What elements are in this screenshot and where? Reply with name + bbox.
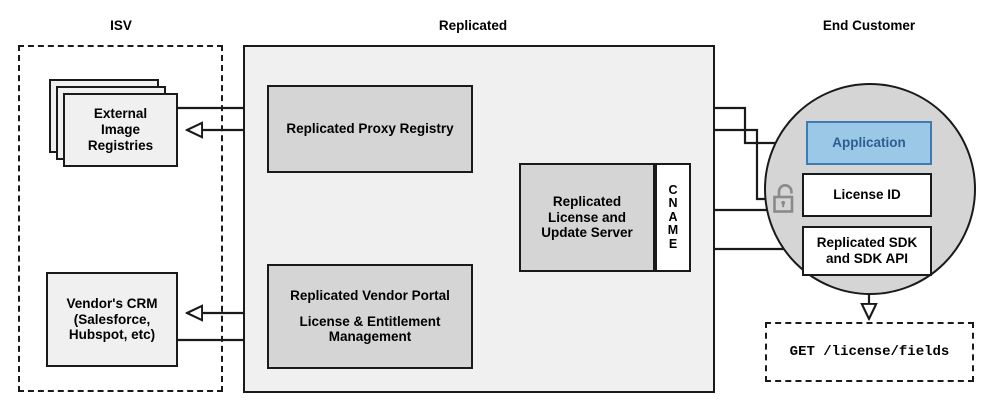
label-line: (Salesforce,: [73, 311, 151, 327]
replicated-proxy-registry[interactable]: Replicated Proxy Registry: [267, 85, 473, 173]
isv-region: [18, 45, 223, 392]
label-line: and SDK API: [825, 251, 908, 266]
replicated-license-and-update-server[interactable]: Replicated License and Update Server: [519, 163, 655, 272]
label-line: Replicated: [552, 193, 622, 209]
vendors-crm-label: Vendor's CRM (Salesforce, Hubspot, etc): [67, 296, 158, 344]
lane-title-isv: ISV: [110, 18, 132, 33]
external-image-registries[interactable]: External Image Registries: [63, 93, 178, 167]
label-line: License ID: [833, 187, 901, 203]
vendors-crm[interactable]: Vendor's CRM (Salesforce, Hubspot, etc): [46, 272, 178, 367]
replicated-sdk[interactable]: Replicated SDK and SDK API: [802, 226, 932, 276]
label-line: Management: [328, 329, 412, 345]
label-line: Replicated Proxy Registry: [286, 121, 454, 137]
unlocked-padlock-icon: [773, 184, 794, 213]
external-image-registries-label: External Image Registries: [88, 106, 153, 154]
license-id[interactable]: License ID: [802, 173, 932, 217]
label-line: Replicated Vendor Portal: [290, 287, 450, 303]
cname-strip[interactable]: C N A M E: [655, 163, 691, 272]
license-id-label: License ID: [833, 187, 901, 203]
label-line: Image: [100, 122, 141, 138]
cname-letter: A: [668, 209, 678, 224]
label-line: License & Entitlement: [299, 313, 441, 329]
label-spacer: [290, 304, 450, 314]
replicated-vendor-portal[interactable]: Replicated Vendor Portal License & Entit…: [267, 264, 473, 369]
label-line: Replicated SDK: [816, 235, 918, 251]
api-call-label: GET /license/fields: [789, 344, 950, 360]
cname-letter: E: [668, 236, 678, 251]
replicated-sdk-label: Replicated SDK and SDK API: [817, 235, 918, 267]
lane-title-replicated: Replicated: [438, 18, 508, 33]
label-line: Update Server: [541, 225, 633, 241]
application[interactable]: Application: [806, 121, 932, 165]
lane-title-end-customer: End Customer: [822, 18, 916, 33]
replicated-vendor-portal-label: Replicated Vendor Portal License & Entit…: [290, 288, 450, 346]
cname-letter: M: [667, 223, 679, 238]
label-line: Vendor's CRM: [66, 295, 158, 311]
label-line: External: [93, 106, 148, 122]
cname-letter: C: [668, 182, 678, 197]
label-line: Application: [832, 135, 906, 151]
api-call-get-license-fields: GET /license/fields: [765, 322, 974, 382]
cname-letter: N: [668, 196, 678, 211]
replicated-proxy-registry-label: Replicated Proxy Registry: [286, 121, 453, 137]
replicated-license-and-update-server-label: Replicated License and Update Server: [541, 194, 633, 242]
label-line: License and: [547, 209, 626, 225]
label-line: Hubspot, etc): [68, 327, 156, 343]
label-line: Registries: [87, 137, 154, 153]
application-label: Application: [832, 135, 906, 151]
